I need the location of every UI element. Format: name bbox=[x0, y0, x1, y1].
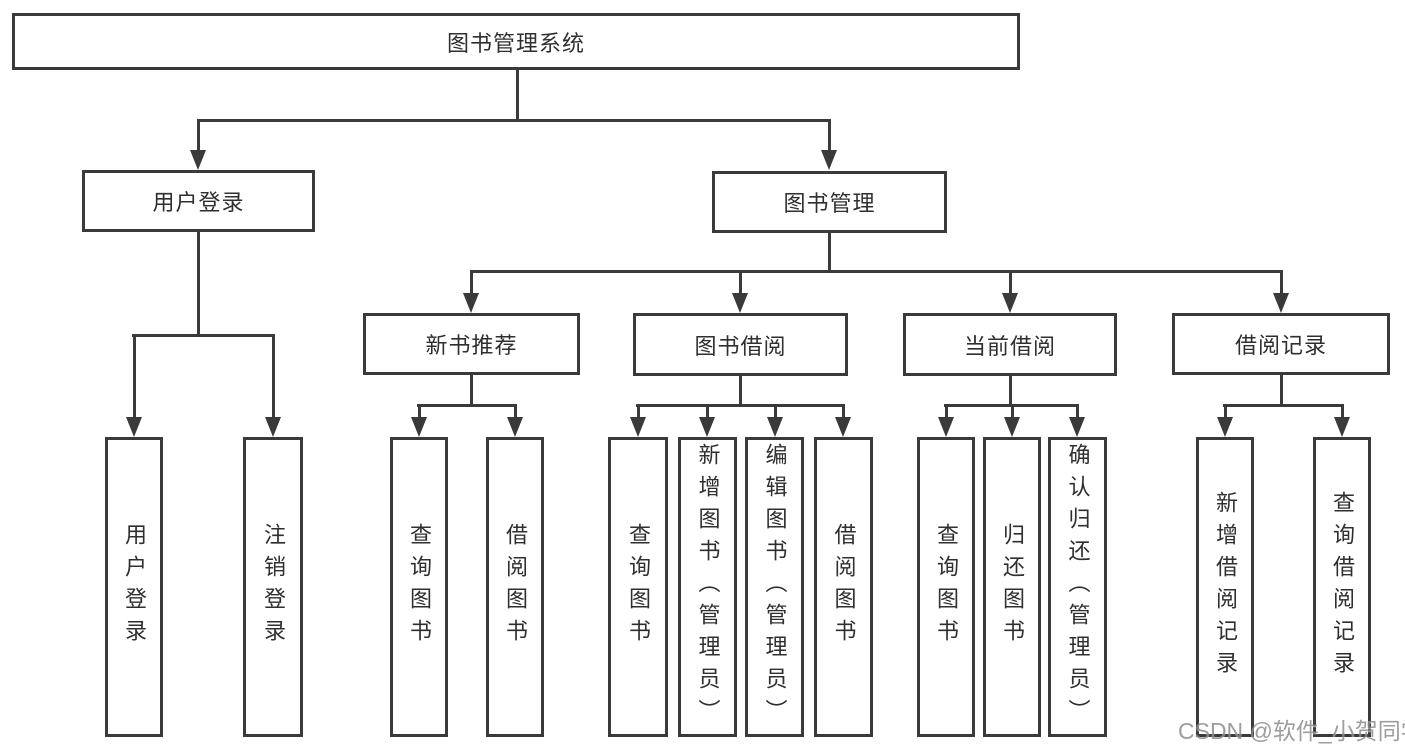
connector-records-rail bbox=[1223, 404, 1344, 407]
arrow-shaft bbox=[1011, 404, 1014, 420]
connector-records-stem bbox=[1280, 375, 1283, 407]
connector-root-stem bbox=[516, 70, 519, 122]
leaf-query-borrow-record: 查询借阅记录 bbox=[1313, 437, 1371, 737]
leaf-add-books-admin-label: 新增图书（管理员） bbox=[695, 443, 721, 731]
leaf-user-login-label: 用户登录 bbox=[122, 523, 147, 651]
node-borrow-records: 借阅记录 bbox=[1172, 313, 1390, 375]
leaf-borrow-books-2: 借阅图书 bbox=[814, 437, 873, 737]
leaf-borrow-books-1-label: 借阅图书 bbox=[503, 523, 528, 651]
node-book-borrow-label: 图书借阅 bbox=[694, 333, 787, 359]
connector-user-login-stem bbox=[197, 232, 200, 337]
leaf-query-books-3: 查询图书 bbox=[917, 437, 975, 737]
leaf-logout: 注销登录 bbox=[243, 437, 303, 737]
connector-level3-rail bbox=[470, 270, 1283, 273]
arrow-shaft bbox=[1341, 404, 1344, 420]
arrow-shaft bbox=[774, 404, 777, 420]
node-current-borrow-label: 当前借阅 bbox=[963, 333, 1056, 359]
leaf-confirm-return-admin: 确认归还（管理员） bbox=[1048, 437, 1107, 737]
node-root-label: 图书管理系统 bbox=[446, 30, 585, 56]
leaf-edit-books-admin: 编辑图书（管理员） bbox=[745, 437, 804, 737]
node-root-system: 图书管理系统 bbox=[12, 13, 1020, 70]
connector-book-mgmt-stem bbox=[828, 233, 831, 273]
arrowhead-down-icon bbox=[732, 293, 748, 313]
connector-current-stem bbox=[1009, 376, 1012, 407]
arrow-shaft bbox=[1224, 404, 1227, 420]
leaf-return-books-label: 归还图书 bbox=[1000, 523, 1025, 651]
arrow-shaft bbox=[842, 404, 845, 420]
arrow-shaft bbox=[197, 119, 200, 152]
leaf-query-books-2: 查询图书 bbox=[608, 437, 668, 737]
leaf-edit-books-admin-label: 编辑图书（管理员） bbox=[762, 443, 788, 731]
arrowhead-down-icon bbox=[630, 417, 646, 437]
arrow-shaft bbox=[1009, 270, 1012, 296]
leaf-return-books: 归还图书 bbox=[983, 437, 1041, 737]
arrowhead-down-icon bbox=[411, 417, 427, 437]
arrow-shaft bbox=[828, 119, 831, 152]
node-borrow-records-label: 借阅记录 bbox=[1234, 333, 1327, 358]
node-user-login-label: 用户登录 bbox=[152, 190, 245, 215]
arrow-shaft bbox=[706, 404, 709, 420]
leaf-add-borrow-record-label: 新增借阅记录 bbox=[1213, 491, 1238, 683]
arrow-shaft bbox=[470, 270, 473, 296]
arrowhead-down-icon bbox=[463, 293, 479, 313]
arrow-shaft bbox=[739, 270, 742, 296]
connector-borrow-rail bbox=[636, 404, 845, 407]
arrow-shaft bbox=[945, 404, 948, 420]
node-current-borrow: 当前借阅 bbox=[903, 313, 1117, 376]
arrow-shaft bbox=[133, 334, 136, 419]
arrowhead-down-icon bbox=[1217, 417, 1233, 437]
leaf-query-books-1: 查询图书 bbox=[390, 437, 448, 737]
arrowhead-down-icon bbox=[835, 417, 851, 437]
node-new-book-recommend: 新书推荐 bbox=[363, 313, 580, 375]
arrowhead-down-icon bbox=[821, 150, 837, 170]
arrowhead-down-icon bbox=[1334, 417, 1350, 437]
watermark: CSDN @软件_小贺同学 bbox=[1178, 718, 1405, 744]
arrowhead-down-icon bbox=[190, 150, 206, 170]
leaf-borrow-books-2-label: 借阅图书 bbox=[831, 523, 857, 651]
node-new-book-recommend-label: 新书推荐 bbox=[425, 333, 518, 358]
arrow-shaft bbox=[514, 404, 517, 420]
leaf-add-borrow-record: 新增借阅记录 bbox=[1196, 437, 1254, 737]
arrow-shaft bbox=[1280, 270, 1283, 296]
arrowhead-down-icon bbox=[1002, 293, 1018, 313]
node-user-login: 用户登录 bbox=[82, 170, 315, 232]
connector-level2-rail bbox=[197, 119, 831, 122]
arrow-shaft bbox=[418, 404, 421, 420]
arrow-shaft bbox=[637, 404, 640, 420]
node-book-management: 图书管理 bbox=[712, 171, 947, 233]
arrow-shaft bbox=[1076, 404, 1079, 420]
arrowhead-down-icon bbox=[126, 417, 142, 437]
leaf-add-books-admin: 新增图书（管理员） bbox=[678, 437, 737, 737]
leaf-logout-label: 注销登录 bbox=[261, 523, 286, 651]
node-book-borrow: 图书借阅 bbox=[633, 313, 848, 376]
arrowhead-down-icon bbox=[767, 417, 783, 437]
connector-borrow-stem bbox=[739, 376, 742, 407]
leaf-query-books-1-label: 查询图书 bbox=[407, 523, 432, 651]
arrowhead-down-icon bbox=[265, 417, 281, 437]
connector-newbooks-stem bbox=[470, 375, 473, 407]
node-book-management-label: 图书管理 bbox=[783, 191, 876, 216]
arrowhead-down-icon bbox=[1004, 417, 1020, 437]
arrowhead-down-icon bbox=[699, 417, 715, 437]
arrowhead-down-icon bbox=[1273, 293, 1289, 313]
connector-newbooks-rail bbox=[417, 404, 517, 407]
leaf-user-login: 用户登录 bbox=[105, 437, 163, 737]
arrowhead-down-icon bbox=[1069, 417, 1085, 437]
leaf-confirm-return-admin-label: 确认归还（管理员） bbox=[1065, 443, 1091, 731]
arrowhead-down-icon bbox=[938, 417, 954, 437]
arrowhead-down-icon bbox=[507, 417, 523, 437]
arrow-shaft bbox=[272, 334, 275, 419]
leaf-borrow-books-1: 借阅图书 bbox=[486, 437, 544, 737]
leaf-query-borrow-record-label: 查询借阅记录 bbox=[1330, 491, 1355, 683]
connector-user-login-rail bbox=[132, 334, 275, 337]
leaf-query-books-3-label: 查询图书 bbox=[934, 523, 959, 651]
leaf-query-books-2-label: 查询图书 bbox=[626, 523, 651, 651]
